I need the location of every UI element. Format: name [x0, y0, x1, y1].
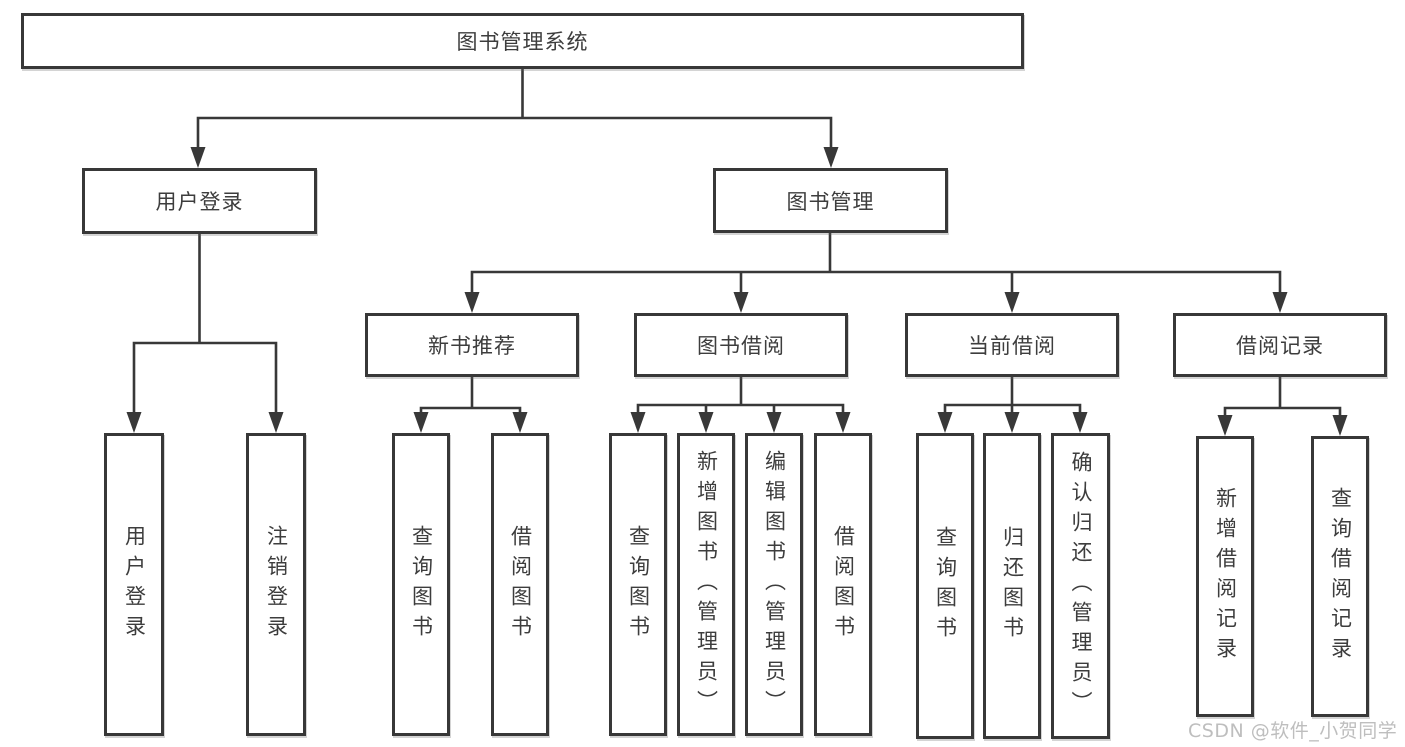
leaf-add-borrow-record: 新增借阅记录 — [1196, 436, 1254, 717]
leaf-borrow-query-books-label: 查询图书 — [626, 524, 651, 645]
leaf-edit-books-admin: 编辑图书（管理员） — [745, 433, 803, 736]
node-current-borrow: 当前借阅 — [905, 313, 1119, 377]
leaf-borrow-books-label: 借阅图书 — [831, 524, 856, 645]
node-new-book-recommend-label: 新书推荐 — [428, 334, 516, 358]
node-borrow-record-label: 借阅记录 — [1236, 334, 1324, 358]
node-root: 图书管理系统 — [21, 13, 1024, 69]
leaf-return-books-label: 归还图书 — [1000, 526, 1025, 646]
leaf-newbook-query-books: 查询图书 — [392, 433, 450, 736]
node-book-borrow-label: 图书借阅 — [697, 334, 785, 358]
leaf-confirm-return-admin: 确认归还（管理员） — [1051, 433, 1110, 739]
leaf-query-borrow-record: 查询借阅记录 — [1311, 436, 1369, 717]
leaf-newbook-borrow-books: 借阅图书 — [491, 433, 549, 736]
leaf-borrow-query-books: 查询图书 — [609, 433, 667, 736]
node-root-label: 图书管理系统 — [456, 30, 589, 54]
leaf-borrow-books: 借阅图书 — [814, 433, 872, 736]
leaf-query-borrow-record-label: 查询借阅记录 — [1328, 486, 1353, 667]
node-user-login-label: 用户登录 — [155, 190, 244, 214]
leaf-user-login: 用户登录 — [104, 433, 164, 736]
leaf-logout-login: 注销登录 — [246, 433, 306, 736]
leaf-newbook-borrow-books-label: 借阅图书 — [508, 524, 533, 645]
leaf-user-login-label: 用户登录 — [122, 524, 147, 645]
node-borrow-record: 借阅记录 — [1173, 313, 1387, 377]
leaf-newbook-query-books-label: 查询图书 — [409, 524, 434, 645]
leaf-current-query-books: 查询图书 — [916, 433, 974, 739]
leaf-edit-books-admin-label: 编辑图书（管理员） — [762, 449, 787, 720]
leaf-add-books-admin-label: 新增图书（管理员） — [694, 449, 719, 720]
leaf-add-borrow-record-label: 新增借阅记录 — [1213, 486, 1238, 667]
node-book-management-label: 图书管理 — [786, 189, 875, 214]
node-book-management: 图书管理 — [713, 168, 948, 233]
node-new-book-recommend: 新书推荐 — [365, 313, 579, 377]
node-current-borrow-label: 当前借阅 — [968, 334, 1056, 358]
csdn-watermark: CSDN @软件_小贺同学 — [1188, 720, 1398, 742]
arrowheads — [126, 147, 1348, 436]
leaf-current-query-books-label: 查询图书 — [933, 526, 958, 646]
node-book-borrow: 图书借阅 — [634, 313, 848, 377]
node-user-login: 用户登录 — [82, 168, 317, 234]
leaf-add-books-admin: 新增图书（管理员） — [677, 433, 735, 736]
leaf-confirm-return-admin-label: 确认归还（管理员） — [1069, 451, 1093, 721]
leaf-logout-login-label: 注销登录 — [264, 524, 289, 645]
leaf-return-books: 归还图书 — [983, 433, 1041, 739]
